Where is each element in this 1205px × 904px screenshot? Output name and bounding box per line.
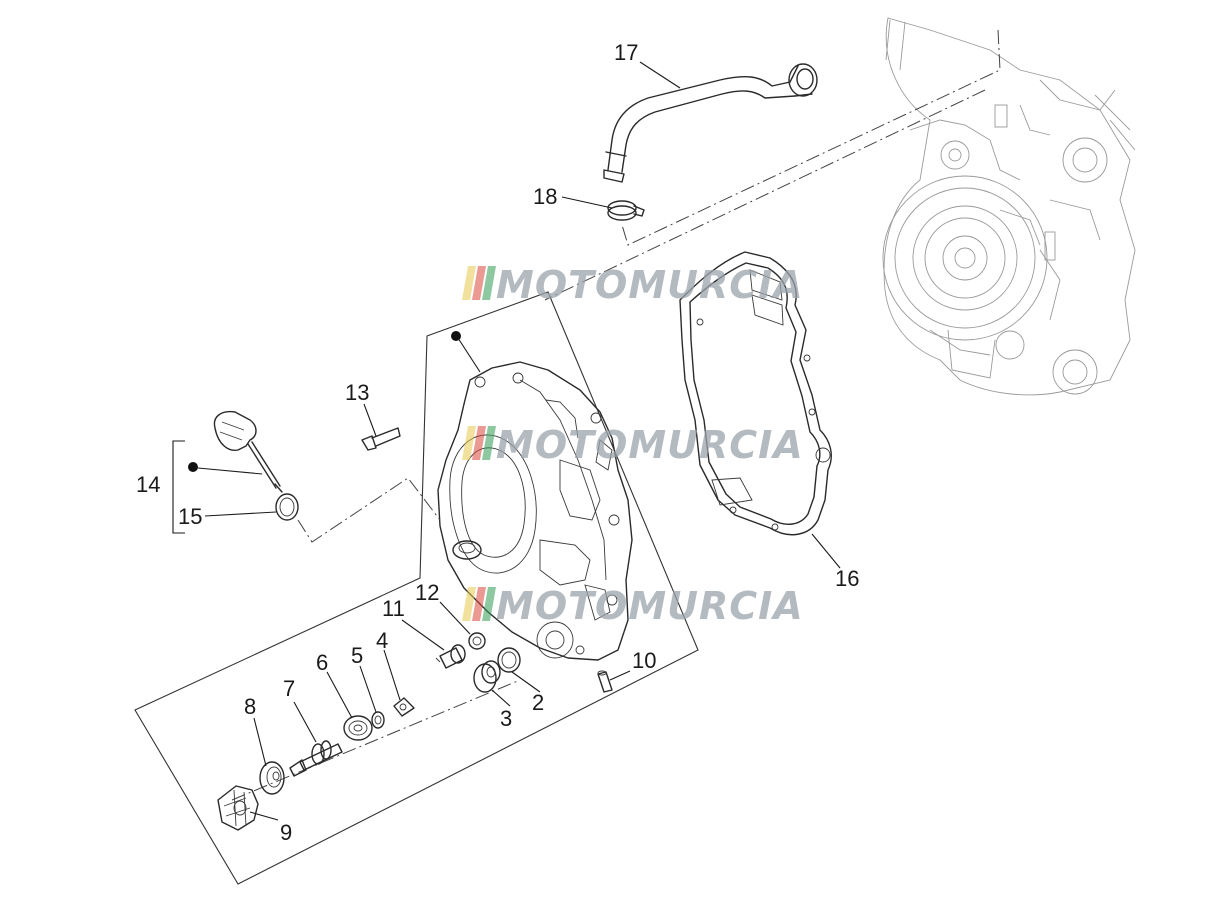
washer-part-12 (468, 632, 486, 650)
callout-11: 11 (382, 596, 405, 621)
callout-16: 16 (835, 566, 859, 591)
shaft-part-7 (289, 740, 343, 777)
callout-2: 2 (532, 690, 544, 715)
watermark-logo-stripes (462, 587, 496, 621)
oring-part-2 (497, 647, 521, 673)
callout-7: 7 (283, 676, 295, 701)
callout-4: 4 (376, 628, 388, 653)
callout-10: 10 (632, 648, 656, 673)
callout-6: 6 (316, 650, 328, 675)
engine-block (882, 17, 1136, 396)
watermark-text: MOTOMURCIA (496, 423, 804, 467)
callout-14: 14 (136, 472, 160, 497)
watermark-logo-stripes (462, 266, 496, 300)
watermark-logo-stripes (462, 426, 496, 460)
bolt-part-13 (361, 427, 401, 451)
watermark-text: MOTOMURCIA (496, 584, 804, 628)
callout-17: 17 (614, 40, 638, 65)
dipstick-part-14 (213, 410, 283, 493)
callout-5: 5 (351, 643, 363, 668)
seal-part-8 (259, 761, 285, 795)
watermark-3: MOTOMURCIA (462, 584, 804, 628)
impeller-part-9 (217, 785, 259, 831)
callout-8: 8 (244, 694, 256, 719)
seal-part-11 (435, 644, 466, 669)
alignment-line-pump (231, 679, 521, 801)
watermark-1: MOTOMURCIA (462, 263, 804, 307)
alignment-line-engine (621, 29, 1001, 246)
alignment-line-dipstick (297, 477, 441, 543)
callout-3: 3 (500, 706, 512, 731)
bearing-part-6 (343, 715, 373, 741)
bracket-14 (172, 440, 185, 534)
bushing-part-3 (473, 660, 501, 693)
pin-part-10 (597, 670, 613, 693)
watermark-text: MOTOMURCIA (496, 263, 804, 307)
oring-part-15 (275, 493, 299, 521)
clamp-part-18 (607, 200, 645, 221)
callout-13: 13 (345, 380, 369, 405)
callout-9: 9 (280, 820, 292, 845)
gasket-part-16 (679, 251, 832, 536)
watermark-2: MOTOMURCIA (462, 423, 804, 467)
circlip-part-5 (371, 711, 385, 729)
callout-18: 18 (533, 184, 557, 209)
leader-lines (197, 61, 841, 821)
bullet-14 (188, 462, 198, 472)
callout-12: 12 (415, 580, 439, 605)
washer-part-4 (393, 697, 415, 717)
hose-part-17 (603, 63, 818, 183)
callout-15: 15 (178, 504, 202, 529)
group-frame (134, 291, 699, 885)
alignment-line-cover (544, 89, 986, 301)
callout-labels: 17 18 16 13 14 15 12 11 10 2 3 4 5 6 7 8… (136, 40, 859, 845)
